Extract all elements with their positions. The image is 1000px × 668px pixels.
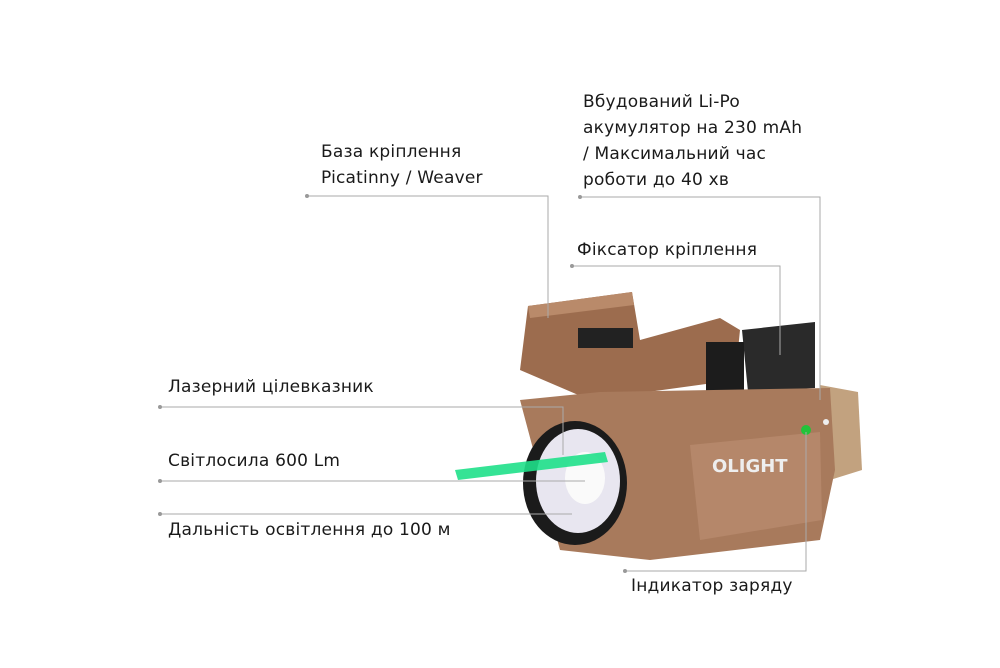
callout-battery: Вбудований Li-Po акумулятор на 230 mAh /… — [583, 89, 802, 193]
callout-range: Дальність освітлення до 100 м — [168, 520, 451, 540]
callout-mount-lock: Фіксатор кріплення — [577, 240, 758, 260]
callout-laser: Лазерний цілевказник — [168, 377, 374, 397]
callout-line: Picatinny / Weaver — [321, 168, 483, 188]
callout-charge-indicator: Індикатор заряду — [631, 576, 793, 596]
brand-logo: OLIGHT — [712, 456, 788, 477]
flashlight — [455, 292, 862, 560]
callout-line: Вбудований Li-Po — [583, 92, 740, 112]
callout-mount-base: База кріплення Picatinny / Weaver — [321, 139, 483, 191]
rail-clamp — [578, 328, 633, 348]
callout-brightness: Світлосила 600 Lm — [168, 451, 341, 471]
mount-lock-lever — [742, 322, 815, 392]
laser-beam — [455, 452, 608, 480]
callout-line: База кріплення — [321, 142, 462, 162]
callout-line: / Максимальний час — [583, 144, 767, 164]
callout-line: акумулятор на 230 mAh — [583, 118, 803, 138]
leader-lines — [160, 195, 821, 572]
callout-line: роботи до 40 хв — [583, 170, 730, 190]
charge-indicator-led — [801, 425, 811, 435]
